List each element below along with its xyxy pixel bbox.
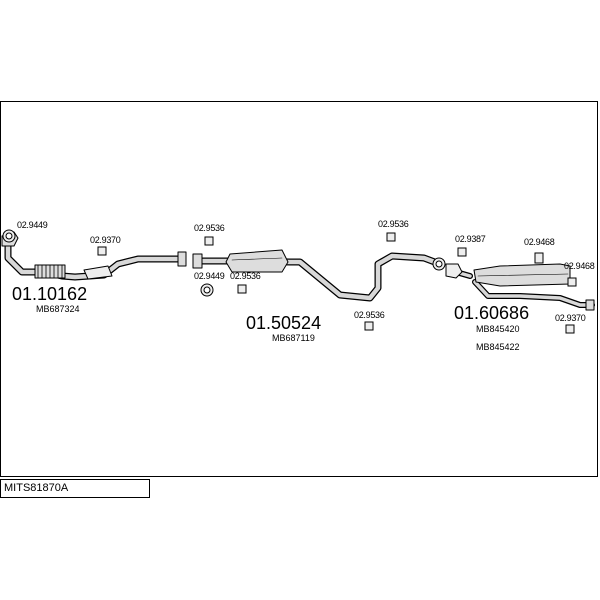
small-parts bbox=[2, 229, 577, 334]
part-marker bbox=[237, 284, 247, 294]
section-oem-rear-1: MB845420 bbox=[476, 324, 520, 334]
part-label: 02.9536 bbox=[354, 310, 385, 320]
section-oem-middle: MB687119 bbox=[272, 333, 315, 343]
section-oem-rear-2: MB845422 bbox=[476, 342, 520, 352]
section-number-rear: 01.60686 bbox=[454, 303, 530, 323]
part-label: 02.9449 bbox=[194, 271, 225, 281]
rear-pipe bbox=[445, 263, 595, 311]
part-marker bbox=[204, 236, 214, 246]
catalog-code: MITS81870A bbox=[4, 482, 69, 494]
part-marker bbox=[565, 324, 575, 334]
part-label: 02.9536 bbox=[194, 223, 225, 233]
catalog-code-box: MITS81870A bbox=[0, 479, 150, 498]
section-number-front: 01.10162 bbox=[12, 284, 88, 304]
front-pipe bbox=[1, 231, 187, 281]
section-oem-front: MB687324 bbox=[36, 304, 80, 314]
part-label: 02.9536 bbox=[230, 271, 261, 281]
diagram-frame bbox=[0, 101, 598, 477]
middle-pipe bbox=[192, 249, 444, 302]
part-label: 02.9387 bbox=[455, 234, 486, 244]
part-label: 02.9468 bbox=[564, 261, 595, 271]
part-marker bbox=[97, 246, 107, 256]
section-number-middle: 01.50524 bbox=[246, 313, 322, 333]
part-label: 02.9370 bbox=[90, 235, 121, 245]
part-marker bbox=[534, 252, 544, 264]
part-marker bbox=[457, 247, 467, 257]
part-label: 02.9449 bbox=[17, 220, 48, 230]
part-label: 02.9468 bbox=[524, 237, 555, 247]
part-marker bbox=[364, 321, 374, 331]
part-marker bbox=[567, 277, 577, 287]
part-label: 02.9536 bbox=[378, 219, 409, 229]
part-marker bbox=[386, 232, 396, 242]
part-label: 02.9370 bbox=[555, 313, 586, 323]
